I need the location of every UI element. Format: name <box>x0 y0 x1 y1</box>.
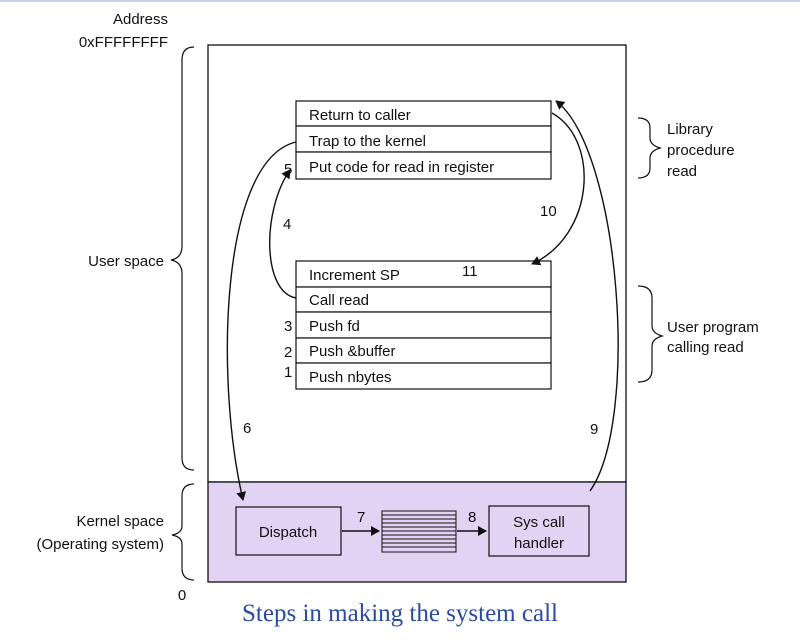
kernel-space-label: Kernel space <box>76 513 164 530</box>
row-push-nbytes: Push nbytes <box>309 369 392 386</box>
row-return-to-caller: Return to caller <box>309 107 411 124</box>
arrow-step-4 <box>269 169 297 299</box>
user-program-stack: Increment SP Call read Push fd Push &buf… <box>295 260 552 390</box>
row-call-read: Call read <box>309 292 369 309</box>
library-brace <box>637 117 663 179</box>
address-bottom-value: 0 <box>178 587 186 604</box>
step-2-label: 2 <box>284 344 292 361</box>
arrow-step-9 <box>555 100 619 492</box>
row-put-code-in-register: Put code for read in register <box>309 159 494 176</box>
library-label-line3: read <box>667 163 697 180</box>
top-border <box>0 0 800 2</box>
row-trap-to-kernel: Trap to the kernel <box>309 133 426 150</box>
step-9-label: 9 <box>590 421 598 438</box>
library-label-line1: Library <box>667 121 713 138</box>
row-push-fd: Push fd <box>309 318 360 335</box>
user-space-brace <box>170 46 195 471</box>
user-program-label-line2: calling read <box>667 339 744 356</box>
operating-system-label: (Operating system) <box>36 536 164 553</box>
handler-label-line1: Sys call <box>513 514 565 531</box>
address-top-value: 0xFFFFFFFF <box>79 34 168 51</box>
library-procedure-stack: Return to caller Trap to the kernel Put … <box>295 100 552 180</box>
user-space-label: User space <box>88 253 164 270</box>
step-5-label: 5 <box>284 161 292 178</box>
step-10-label: 10 <box>540 203 557 220</box>
user-program-label-line1: User program <box>667 319 759 336</box>
handler-label-line2: handler <box>514 535 564 552</box>
row-increment-sp: Increment SP <box>309 267 400 284</box>
step-4-label: 4 <box>283 216 291 233</box>
dispatch-table <box>381 510 457 553</box>
sys-call-handler-box <box>488 505 590 557</box>
step-6-label: 6 <box>243 420 251 437</box>
step-8-label: 8 <box>468 509 476 526</box>
arrow-step-10 <box>531 112 585 266</box>
step-7-label: 7 <box>357 509 365 526</box>
kernel-space-brace <box>171 483 195 581</box>
step-3-label: 3 <box>284 318 292 335</box>
step-1-label: 1 <box>284 364 292 381</box>
dispatch-label: Dispatch <box>259 524 317 541</box>
user-program-brace <box>637 285 665 383</box>
step-11-label: 11 <box>462 263 478 280</box>
library-label-line2: procedure <box>667 142 735 159</box>
dispatch-box <box>235 506 342 556</box>
address-label: Address <box>113 11 168 28</box>
arrow-step-6 <box>226 141 297 501</box>
row-push-buffer: Push &buffer <box>309 343 395 360</box>
caption: Steps in making the system call <box>242 600 558 627</box>
